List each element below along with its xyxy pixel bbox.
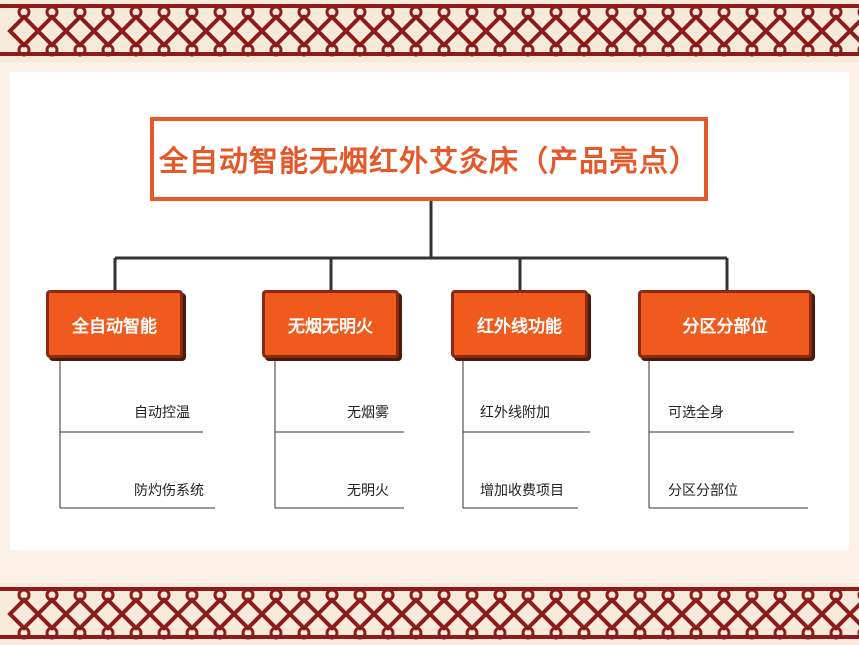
- knot-bar-2: [0, 635, 859, 639]
- knot-motif: [7, 5, 69, 57]
- category-box-1: 全自动智能: [46, 290, 183, 358]
- knot-motif: [119, 5, 181, 57]
- knot-motif: [231, 588, 293, 640]
- knot-bar-1: [0, 4, 859, 8]
- knot-motif: [343, 588, 405, 640]
- knot-motif: [63, 588, 125, 640]
- knot-motif: [567, 588, 629, 640]
- item-2-2: 无明火: [347, 483, 389, 499]
- knot-motif: [679, 588, 741, 640]
- knot-motif: [623, 588, 685, 640]
- knot-motif: [847, 590, 859, 638]
- knot-motif: [7, 588, 69, 640]
- knot-motif: [735, 5, 797, 57]
- knot-motif: [399, 588, 461, 640]
- item-3-2: 增加收费项目: [480, 483, 564, 499]
- knot-motif: [119, 588, 181, 640]
- item-1-1: 自动控温: [134, 405, 190, 421]
- diagram-title: 全自动智能无烟红外艾灸床（产品亮点）: [158, 144, 699, 178]
- knot-motif: [175, 588, 237, 640]
- knot-motif: [847, 7, 859, 55]
- knot-motif: [399, 5, 461, 57]
- category-box-4: 分区分部位: [638, 290, 812, 358]
- category-label-4: 分区分部位: [682, 316, 768, 337]
- item-3-1: 红外线附加: [480, 405, 550, 421]
- knot-motif: [791, 5, 853, 57]
- item-2-1: 无烟雾: [347, 405, 389, 421]
- knot-motif: [287, 588, 349, 640]
- knot-pattern-top: [0, 4, 859, 57]
- knot-motif: [343, 5, 405, 57]
- knot-motif: [791, 588, 853, 640]
- knot-bar-2: [0, 52, 859, 56]
- knot-motif: [623, 5, 685, 57]
- knot-motif: [511, 588, 573, 640]
- category-label-3: 红外线功能: [477, 316, 562, 337]
- knot-bar-1: [0, 587, 859, 591]
- knot-motif: [175, 5, 237, 57]
- knot-motif: [679, 5, 741, 57]
- knot-motif: [455, 588, 517, 640]
- knot-motif: [287, 5, 349, 57]
- knot-pattern-bottom: [0, 587, 859, 640]
- knot-motif: [567, 5, 629, 57]
- category-label-1: 全自动智能: [72, 316, 157, 337]
- category-label-2: 无烟无明火: [288, 316, 373, 337]
- title-box: 全自动智能无烟红外艾灸床（产品亮点）: [150, 117, 708, 201]
- knot-motif: [735, 588, 797, 640]
- decorative-knot-border-top: [0, 0, 859, 62]
- knot-motif: [455, 5, 517, 57]
- knot-motif: [511, 5, 573, 57]
- knot-motif: [231, 5, 293, 57]
- item-4-2: 分区分部位: [668, 483, 738, 499]
- item-1-2: 防灼伤系统: [134, 483, 204, 499]
- category-box-2: 无烟无明火: [262, 290, 399, 358]
- item-4-1: 可选全身: [668, 405, 724, 421]
- knot-motif: [63, 5, 125, 57]
- decorative-knot-border-bottom: [0, 583, 859, 645]
- category-box-3: 红外线功能: [451, 290, 588, 358]
